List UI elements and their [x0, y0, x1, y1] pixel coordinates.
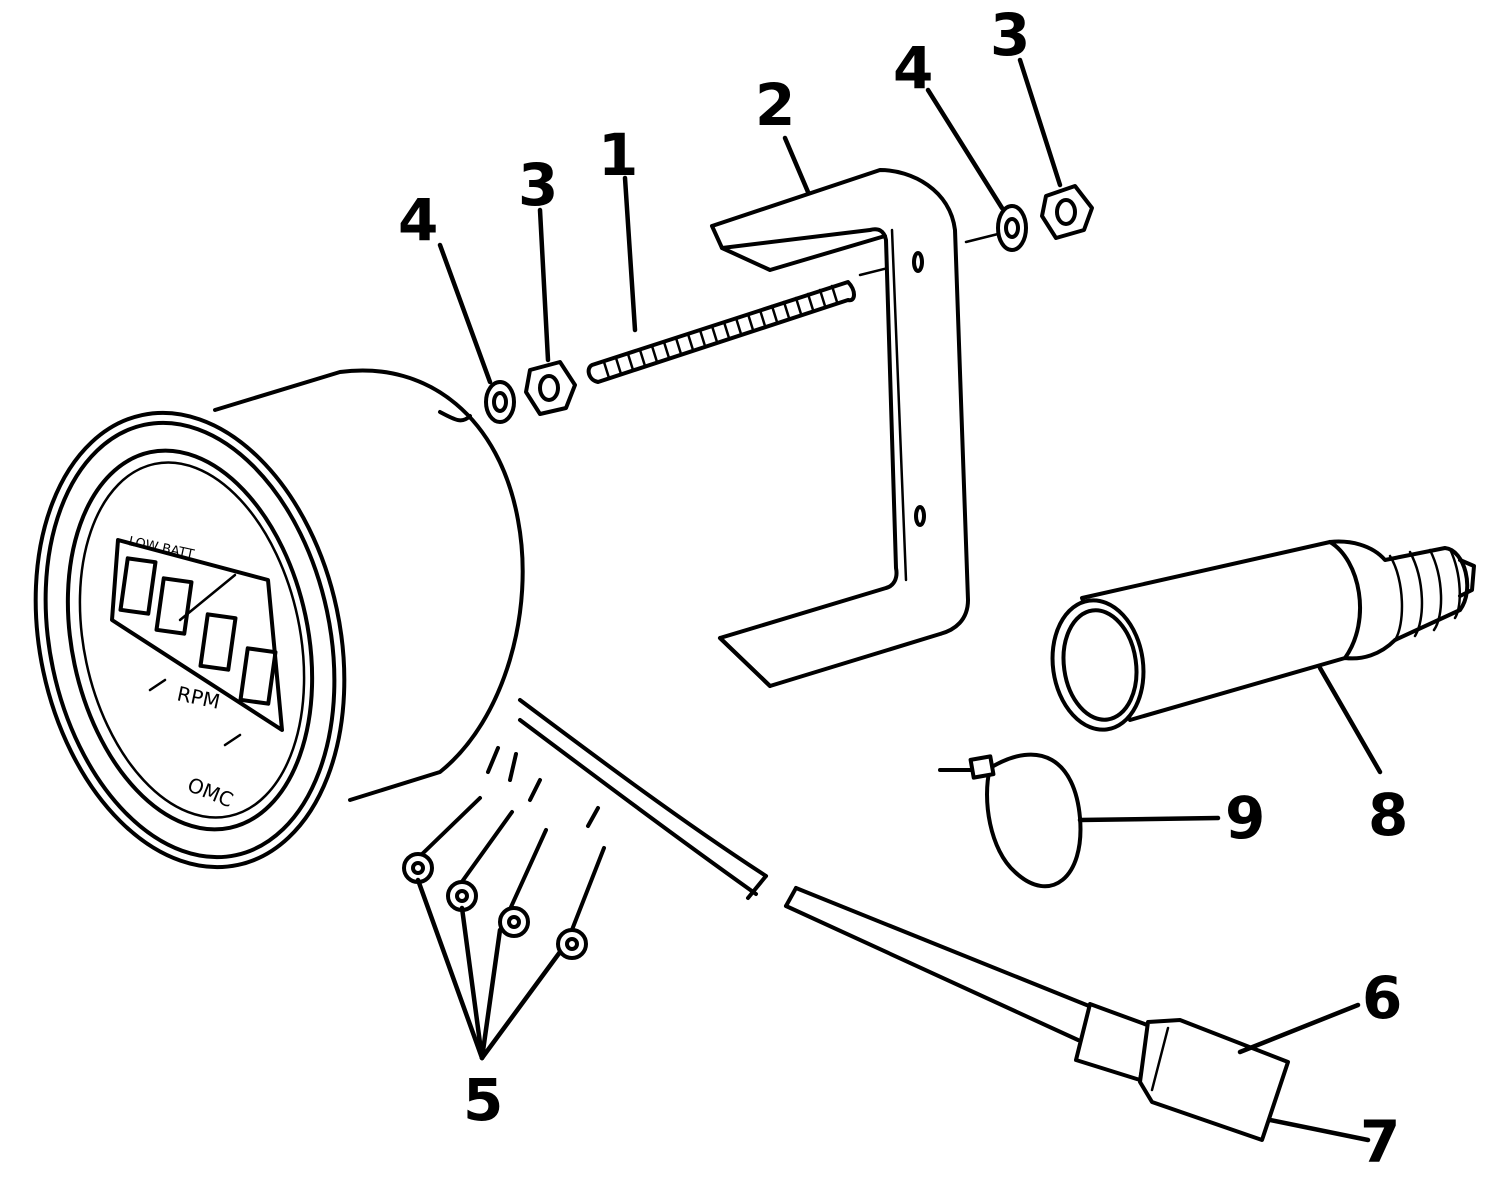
- callout-leaders: [415, 57, 1383, 1143]
- callout-2: 2: [755, 71, 795, 139]
- sensor-cable: [518, 698, 1290, 1142]
- callout-4-right: 4: [893, 34, 933, 102]
- mounting-bracket: [710, 168, 970, 688]
- cable-tie: [938, 752, 1083, 889]
- callout-5: 5: [463, 1066, 503, 1134]
- callout-9: 9: [1225, 784, 1265, 852]
- digit-display: [118, 556, 278, 706]
- tachometer-gauge: RPM LOW BATT OMC: [33, 368, 525, 870]
- lock-washer-right: [996, 204, 1028, 252]
- callout-8: 8: [1368, 781, 1408, 849]
- callout-7: 7: [1360, 1108, 1400, 1176]
- hex-nut-right: [1040, 184, 1094, 240]
- callout-3-left: 3: [518, 151, 558, 219]
- callout-4-left: 4: [398, 186, 438, 254]
- rubber-boot: [1050, 539, 1476, 732]
- hex-nut-left: [524, 360, 577, 416]
- lock-washer-left: [484, 380, 516, 424]
- threaded-stud: [586, 280, 856, 384]
- callout-3-right: 3: [990, 1, 1030, 69]
- callout-6: 6: [1362, 964, 1402, 1032]
- callout-1: 1: [598, 121, 638, 189]
